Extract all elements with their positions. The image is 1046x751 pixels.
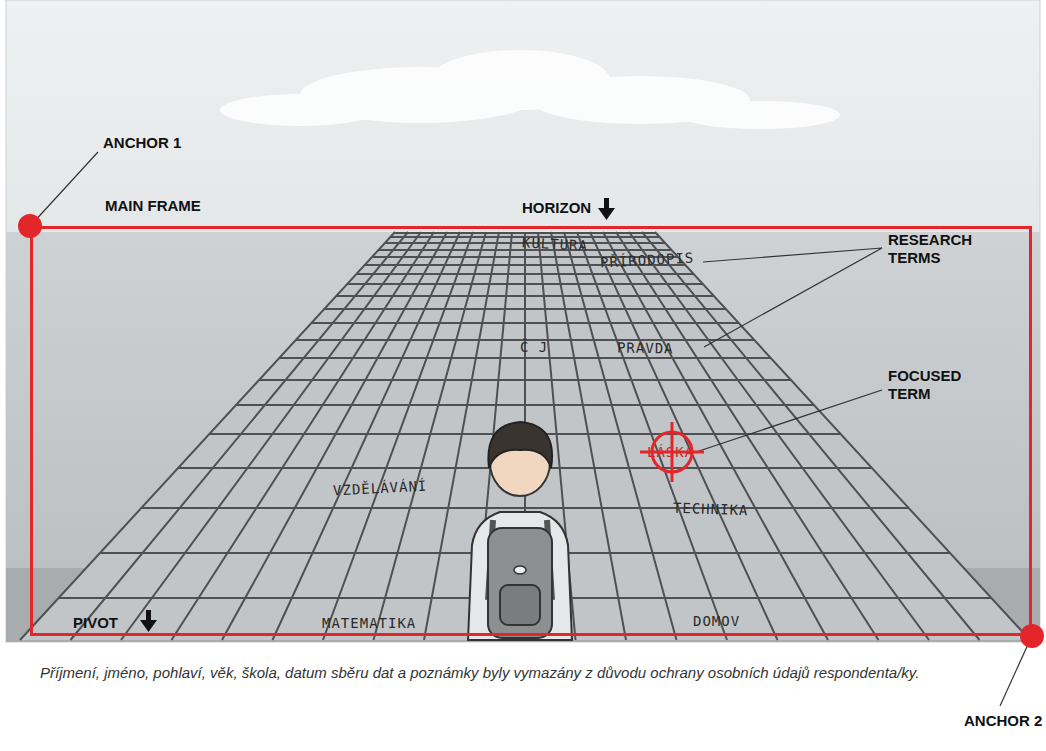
boy-figure: [468, 422, 572, 640]
leader-line: [703, 248, 882, 347]
down-arrow: [140, 610, 157, 632]
callout-label: FOCUSED TERM: [888, 367, 988, 403]
anchor-label: ANCHOR 2: [964, 712, 1046, 730]
focused-term: LÁSKA: [647, 444, 694, 460]
research-term: PRAVDA: [617, 340, 674, 357]
callout-label: RESEARCH TERMS: [888, 231, 988, 267]
horizon-label: HORIZON: [522, 199, 622, 217]
research-term: TECHNIKA: [673, 500, 749, 519]
research-term: Č J: [520, 339, 548, 355]
research-term: MATEMATIKA: [322, 615, 416, 631]
caption: Příjmení, jméno, pohlaví, věk, škola, da…: [40, 662, 940, 684]
research-term: DOMOV: [693, 613, 740, 629]
main-frame: MAIN FRAME: [30, 226, 1032, 636]
research-term: KULTURA: [522, 234, 589, 253]
pivot-label: PIVOT: [73, 614, 153, 632]
leader-line: [696, 390, 882, 452]
leader-line: [1000, 640, 1030, 706]
leader-line: [32, 152, 98, 224]
down-arrow: [598, 198, 615, 220]
frame-title: MAIN FRAME: [105, 197, 201, 214]
crosshair: [640, 422, 704, 482]
anchor-label: ANCHOR 1: [103, 134, 223, 152]
anchor-dot: [1020, 624, 1044, 648]
